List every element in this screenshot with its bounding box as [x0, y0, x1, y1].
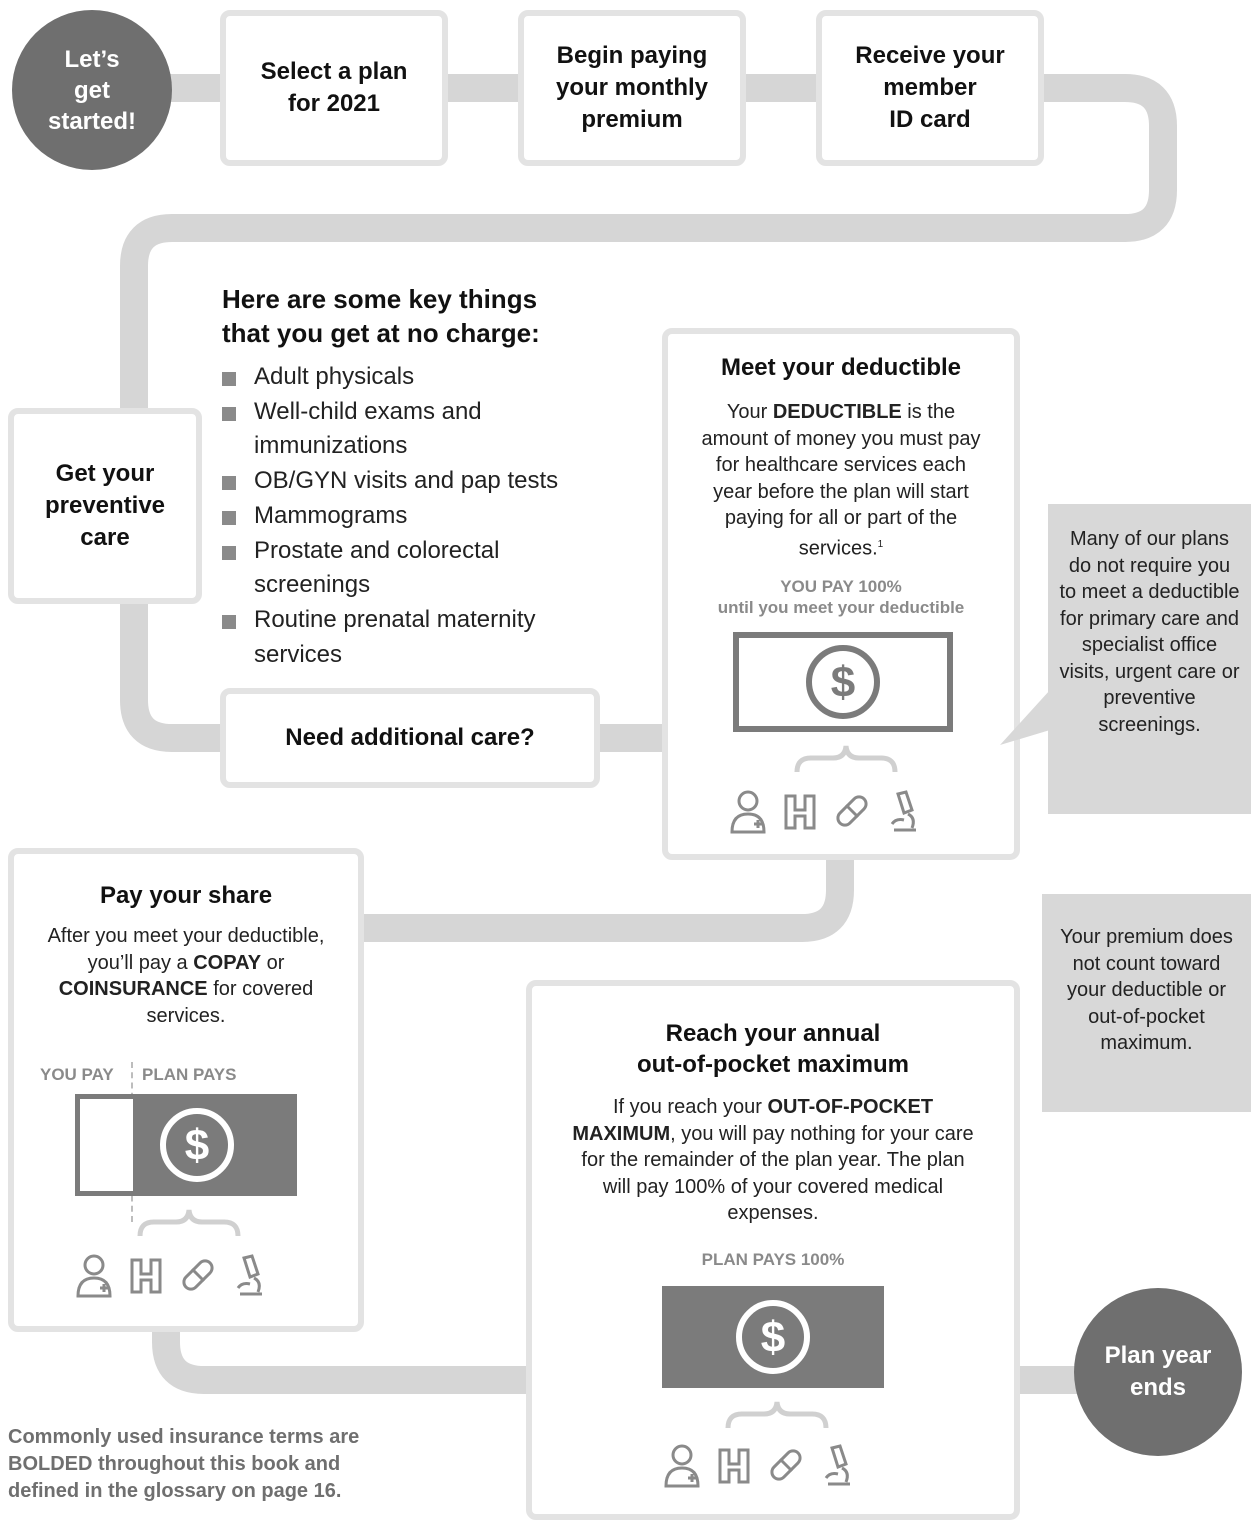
oop-term: OUT-OF-POCKET MAXIMUM	[572, 1096, 934, 1145]
oop-box: Reach your annual out-of-pocket maximum …	[526, 980, 1020, 1520]
deductible-text: Your DEDUCTIBLE is the amount of money y…	[701, 401, 981, 560]
dollar-icon: $	[736, 1300, 810, 1374]
step-preventive-care: Get your preventive care	[8, 408, 202, 604]
deductible-term: DEDUCTIBLE	[772, 401, 902, 423]
microscope-icon	[824, 1444, 850, 1486]
footnote-marker: 1	[877, 538, 884, 550]
pill-icon	[182, 1259, 214, 1291]
microscope-icon	[890, 790, 916, 832]
pill-icon	[770, 1449, 802, 1481]
oop-service-icons	[662, 1442, 858, 1488]
doctor-icon	[76, 1254, 112, 1298]
step-select-plan: Select a plan for 2021	[220, 10, 448, 166]
brace-icon	[794, 745, 898, 773]
hospital-icon	[130, 1258, 162, 1294]
list-item: Mammograms	[222, 499, 582, 534]
start-circle: Let’s get started!	[12, 10, 172, 170]
share-box: Pay your share After you meet your deduc…	[8, 848, 364, 1332]
brace-icon	[725, 1401, 829, 1429]
step-receive-card: Receive your member ID card	[816, 10, 1044, 166]
step-select-plan-label: Select a plan for 2021	[260, 58, 408, 117]
additional-care-label: Need additional care?	[285, 724, 535, 751]
you-pay-portion	[75, 1094, 133, 1196]
svg-text:$: $	[761, 1313, 785, 1362]
step-additional-care: Need additional care?	[220, 688, 600, 788]
preventive-list: Adult physicals Well-child exams and imm…	[222, 360, 582, 672]
plan-pays-label: PLAN PAYS	[142, 1065, 237, 1084]
step-begin-paying: Begin paying your monthly premium	[518, 10, 746, 166]
deductible-money: $	[733, 632, 953, 732]
oop-money: $	[662, 1286, 884, 1388]
step-receive-card-label: Receive your member ID card	[855, 42, 1005, 133]
dollar-icon: $	[806, 645, 880, 719]
copay-term: COPAY	[193, 951, 262, 974]
deductible-title: Meet your deductible	[720, 354, 962, 381]
coinsurance-term: COINSURANCE	[58, 978, 208, 1000]
list-item: Well-child exams and immunizations	[222, 395, 582, 464]
preventive-label: Get your preventive care	[44, 460, 166, 551]
share-title: Pay your share	[99, 882, 273, 909]
footer-note: Commonly used insurance terms are BOLDED…	[8, 1426, 360, 1502]
step-begin-paying-label: Begin paying your monthly premium	[555, 42, 708, 133]
share-service-icons	[74, 1252, 270, 1298]
svg-text:$: $	[185, 1121, 209, 1170]
list-item: OB/GYN visits and pap tests	[222, 464, 582, 499]
list-item: Routine prenatal maternity services	[222, 603, 582, 672]
oop-title: Reach your annual out-of-pocket maximum	[636, 1020, 909, 1078]
plan-pays-portion: $	[133, 1094, 297, 1196]
microscope-icon	[236, 1254, 262, 1296]
premium-note: Your premium does not count toward your …	[1042, 894, 1251, 1112]
share-text: After you meet your deductible, you’ll p…	[47, 925, 325, 1027]
list-item: Adult physicals	[222, 360, 582, 395]
start-label: Let’s get started!	[47, 45, 137, 135]
brace-icon	[137, 1209, 241, 1237]
list-item: Prostate and colorectal screenings	[222, 534, 582, 603]
deductible-note: Many of our plans do not require you to …	[1048, 504, 1251, 814]
callout-pointer	[1000, 690, 1050, 745]
hospital-icon	[784, 794, 816, 830]
hospital-icon	[718, 1448, 750, 1484]
end-label: Plan year ends	[1104, 1342, 1212, 1401]
preventive-heading: Here are some key things that you get at…	[222, 284, 540, 348]
oop-text: If you reach your OUT-OF-POCKET MAXIMUM,…	[572, 1096, 974, 1224]
you-pay-label: YOU PAY	[40, 1065, 114, 1084]
pill-icon	[836, 795, 868, 827]
deductible-box: Meet your deductible Your DEDUCTIBLE is …	[662, 328, 1020, 860]
doctor-icon	[730, 790, 766, 834]
svg-text:$: $	[831, 658, 855, 707]
dollar-icon: $	[160, 1108, 234, 1182]
deductible-you-pay-label: YOU PAY 100% until you meet your deducti…	[717, 576, 965, 617]
share-money: $	[75, 1094, 297, 1196]
deductible-service-icons	[728, 788, 924, 834]
doctor-icon	[664, 1444, 700, 1488]
end-circle: Plan year ends	[1074, 1288, 1242, 1456]
oop-plan-pays-label: PLAN PAYS 100%	[701, 1249, 845, 1269]
